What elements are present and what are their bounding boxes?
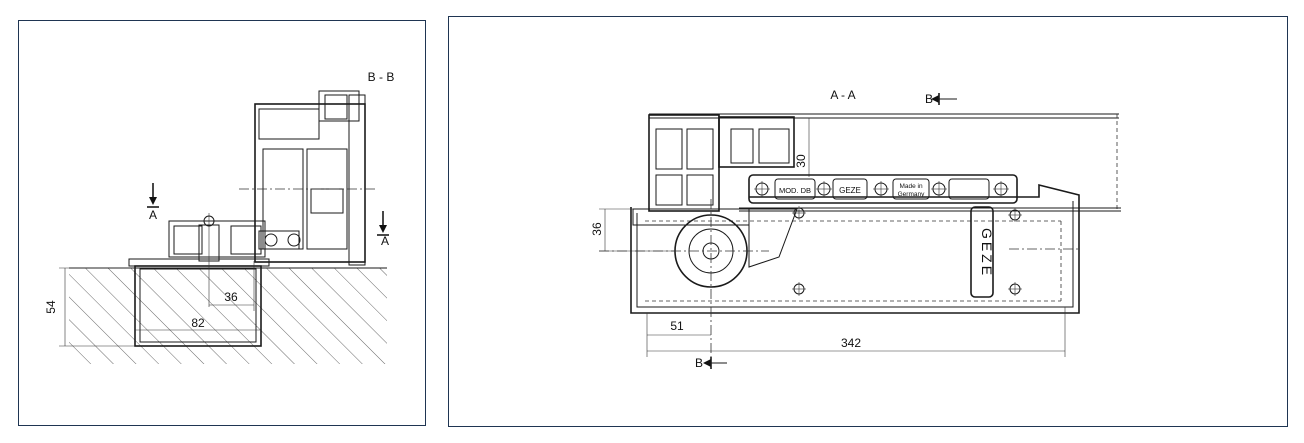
dim-342-line [647, 307, 1066, 357]
dim-36-line [599, 208, 675, 252]
cut-marker-bottom [703, 357, 727, 369]
cut-label-a-left: A [149, 208, 157, 222]
dim-36-line [209, 261, 255, 311]
brand-vertical-label: GEZE [979, 228, 995, 278]
cover-plate [748, 174, 1018, 204]
dim-30-label: 30 [794, 154, 808, 168]
cut-marker-top [931, 93, 957, 105]
section-a-a-panel: 30 MOD. DB GEZE Made in Germany [448, 16, 1288, 427]
plate-text-model: MOD. DB [779, 186, 811, 195]
section-label-b-b: B - B [368, 70, 395, 84]
door-leaf [649, 113, 1121, 212]
dim-54-label: 54 [44, 300, 58, 314]
dim-82-label: 82 [191, 316, 205, 330]
cut-marker-left [147, 183, 159, 208]
geze-vertical-badge [970, 206, 994, 298]
plate-text-brand: GEZE [839, 186, 861, 195]
section-a-a-drawing: 30 MOD. DB GEZE Made in Germany [590, 88, 1121, 370]
cut-label-a-right: A [381, 234, 389, 248]
pivot-roller [599, 199, 798, 363]
dim-51-line [646, 313, 711, 357]
section-b-b-panel: A A B - B 54 36 82 [18, 20, 426, 426]
plate-text-made-line1: Made in [899, 183, 923, 190]
dim-342-label: 342 [841, 336, 861, 350]
cut-label-b-bottom: B [695, 356, 703, 370]
dim-54-line [59, 267, 135, 347]
cut-marker-right [377, 211, 389, 236]
closer-housing [630, 183, 1081, 314]
floor-hatching [69, 267, 387, 364]
dim-51-label: 51 [670, 319, 684, 333]
cut-label-b-top: B [925, 92, 933, 106]
frame-profiles [648, 114, 795, 212]
section-b-b-drawing: A A B - B 54 36 82 [44, 70, 395, 364]
dim-36-label: 36 [590, 222, 604, 236]
plate-text-made-line2: Germany [898, 191, 925, 198]
screw-symbols [754, 181, 1022, 296]
dim-36-label: 36 [224, 290, 238, 304]
section-label-a-a: A - A [830, 88, 855, 102]
door-profile [239, 90, 377, 266]
